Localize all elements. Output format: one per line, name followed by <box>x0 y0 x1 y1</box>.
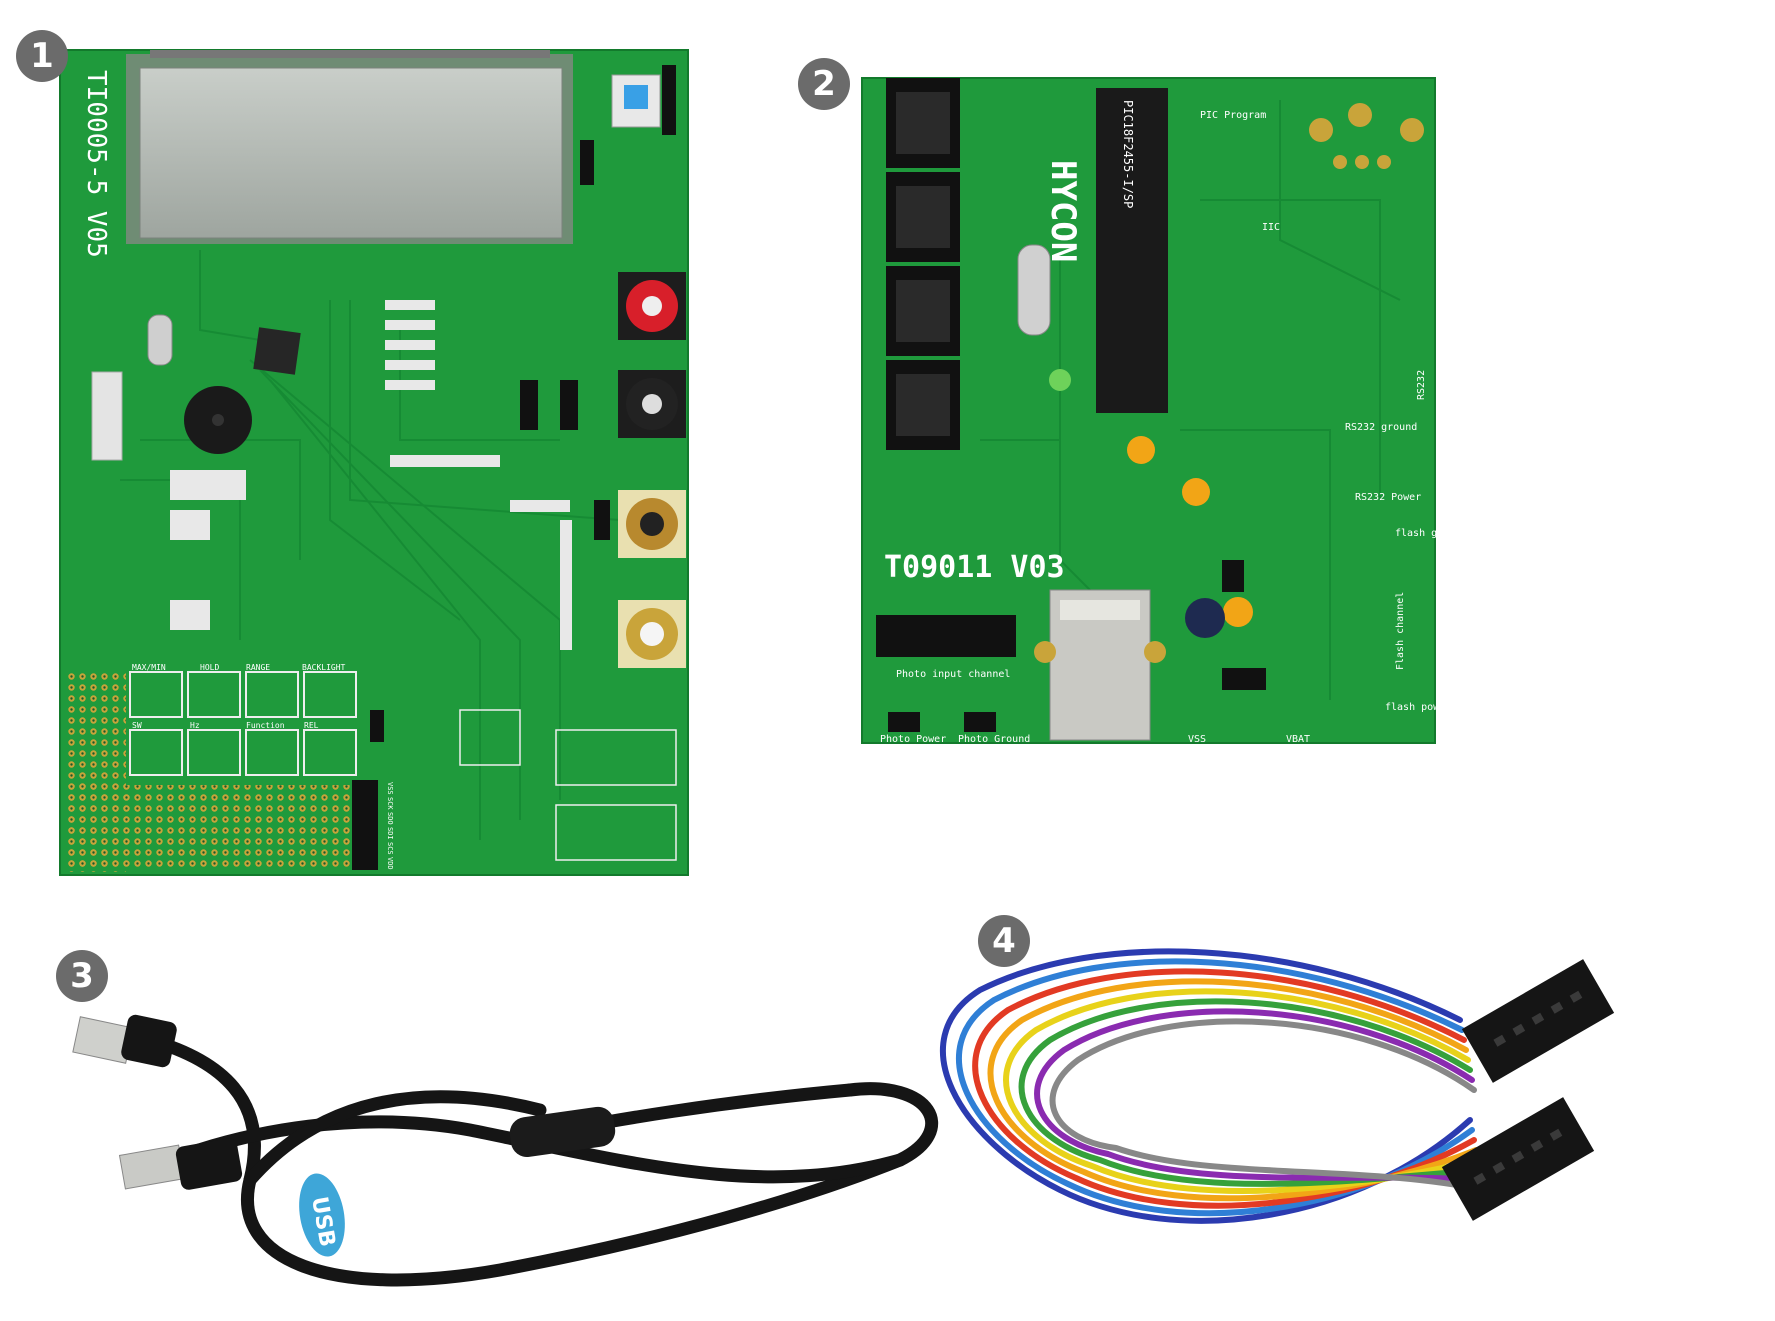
electrolytic-capacitor <box>1185 598 1225 638</box>
label-vbat: VBAT <box>1286 734 1310 745</box>
jumper-wire-cable <box>939 948 1615 1224</box>
label-flash-gnd: flash gnd <box>1395 528 1449 539</box>
header-label-sdo: SDO <box>386 812 394 825</box>
usb-interface-board: PIC18F2455-I/SP HYCON T09011 V03 PIC Pro… <box>861 77 1451 745</box>
usb-cable: USB <box>72 1014 938 1287</box>
label-pic-program: PIC Program <box>1200 110 1266 121</box>
btn-label-backlight: BACKLIGHT <box>302 663 346 672</box>
header-label-sdi: SDI <box>386 827 394 840</box>
header-label-sck: SCK <box>386 797 394 810</box>
btn-label-max-min: MAX/MIN <box>132 663 166 672</box>
usb-a-plug <box>118 1144 186 1190</box>
usb-tag <box>299 1173 345 1257</box>
label-vss: VSS <box>1188 734 1206 745</box>
status-led <box>1049 369 1071 391</box>
header-label-vdd: VDD <box>386 857 394 870</box>
crystal <box>147 314 173 366</box>
lcd-demo-board: TI0005-5 V05 <box>59 49 689 876</box>
pic-mcu <box>1096 88 1168 413</box>
badge-1: 1 <box>16 30 68 82</box>
label-photo-ground: Photo Ground <box>958 734 1030 745</box>
label-photo-power: Photo Power <box>880 734 946 745</box>
btn-label-hold: HOLD <box>200 663 219 672</box>
btn-label-hz: Hz <box>190 721 200 730</box>
mcu-label: PIC18F2455-I/SP <box>1121 100 1135 208</box>
board2-model-label: T09011 V03 <box>884 550 1065 585</box>
pin-header <box>352 780 378 870</box>
hycon-logo: HYCON <box>1043 160 1083 262</box>
board1-model-label: TI0005-5 V05 <box>81 70 111 258</box>
label-rs232-power: RS232 Power <box>1355 492 1421 503</box>
banana-jacks <box>618 272 686 668</box>
ferrite-bead <box>509 1106 616 1157</box>
db9-pads <box>1309 103 1424 169</box>
resistor-pads <box>170 300 572 650</box>
label-photo-input: Photo input channel <box>896 669 1010 680</box>
label-flash-channel: Flash channel <box>1395 592 1406 670</box>
proto-area-bottom <box>66 785 351 870</box>
badge-3: 3 <box>56 950 108 1002</box>
header-label-vss: VSS <box>386 782 394 795</box>
btn-label-rel: REL <box>304 721 319 730</box>
optocouplers <box>886 78 960 450</box>
label-flash-power: flash power <box>1385 702 1451 713</box>
crystal-2 <box>1017 244 1051 336</box>
btn-label-range: RANGE <box>246 663 270 672</box>
badge-4: 4 <box>978 915 1030 967</box>
btn-label-sw: SW <box>132 721 142 730</box>
mcu-chip <box>253 327 301 375</box>
photo-input-header <box>876 615 1016 657</box>
button-pads <box>129 671 357 776</box>
label-iic: IIC <box>1262 222 1280 233</box>
push-button <box>624 85 648 109</box>
side-connector <box>91 371 123 461</box>
label-rs232: RS232 <box>1416 370 1427 400</box>
label-rs232-ground: RS232 ground <box>1345 422 1417 433</box>
btn-label-function: Function <box>246 721 285 730</box>
header-label-scs: SCS <box>386 842 394 855</box>
badge-2: 2 <box>798 58 850 110</box>
lcd-display <box>126 50 573 244</box>
